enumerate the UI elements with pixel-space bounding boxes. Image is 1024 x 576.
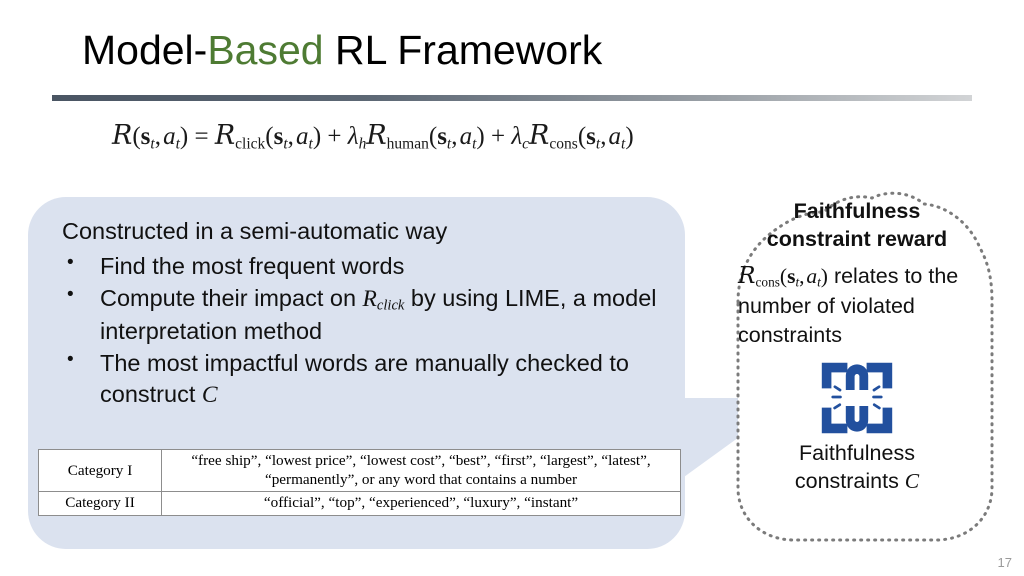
category-items: “free ship”, “lowest price”, “lowest cos… [161, 448, 681, 493]
callout-description-text: relates to the number of violated constr… [738, 263, 959, 347]
callout-title-line1: Faithfulness [793, 199, 921, 223]
inline-math-args: (st, at) [779, 263, 828, 290]
list-item: Compute their impact on Rclick by using … [62, 282, 682, 347]
callout-caption-line2: constraints C [718, 468, 996, 496]
bullet-text-after: by using LIME, a model interpretation me… [100, 285, 657, 344]
faithfulness-callout: Faithfulness constraint reward Rcons(st,… [704, 182, 1010, 552]
title-text-part2: RL Framework [323, 27, 603, 73]
inline-math-c: C [904, 469, 920, 494]
title-divider-bar [52, 95, 972, 101]
page-title: Model-Based RL Framework [82, 27, 603, 73]
category-table: Category I “free ship”, “lowest price”, … [38, 448, 681, 516]
category-items: “official”, “top”, “experienced”, “luxur… [161, 491, 681, 516]
table-row: Category II “official”, “top”, “experien… [38, 491, 681, 516]
inline-math-c: C [201, 381, 218, 408]
inline-math-r-cons: R [738, 261, 756, 289]
list-item: Find the most frequent words [62, 250, 682, 282]
bullet-text-before: Find the most frequent words [100, 253, 405, 280]
callout-caption: Faithfulness constraints C [718, 440, 996, 496]
inline-math-subscript-cons: cons [755, 274, 780, 290]
bullet-text-before: The most impactful words are manually ch… [100, 349, 629, 407]
table-row: Category I “free ship”, “lowest price”, … [38, 448, 681, 493]
callout-title-line2: constraint reward [766, 226, 948, 251]
panel-heading: Constructed in a semi-automatic way [62, 218, 448, 244]
category-label: Category I [38, 448, 162, 493]
bullet-text-before: Compute their impact on [100, 285, 363, 312]
panel-body: Constructed in a semi-automatic way Find… [62, 216, 682, 412]
inline-math-r-click: Rclick [362, 286, 405, 314]
panel-bullet-list: Find the most frequent words Compute the… [62, 250, 682, 411]
callout-description: Rcons(st, at) relates to the number of v… [718, 260, 996, 350]
title-text-part1: Model- [82, 27, 208, 73]
title-text-accent: Based [207, 27, 324, 73]
callout-content: Faithfulness constraint reward Rcons(st,… [718, 198, 996, 496]
callout-caption-text: constraints [794, 469, 905, 494]
callout-title: Faithfulness constraint reward [718, 198, 996, 254]
category-label: Category II [38, 491, 162, 516]
broken-link-constraint-icon [821, 362, 893, 434]
reward-equation: R(st, at) = Rclick(st, at) + λhRhuman(st… [112, 120, 634, 153]
list-item: The most impactful words are manually ch… [62, 347, 682, 411]
page-number: 17 [997, 555, 1012, 570]
callout-caption-line1: Faithfulness [799, 441, 915, 466]
